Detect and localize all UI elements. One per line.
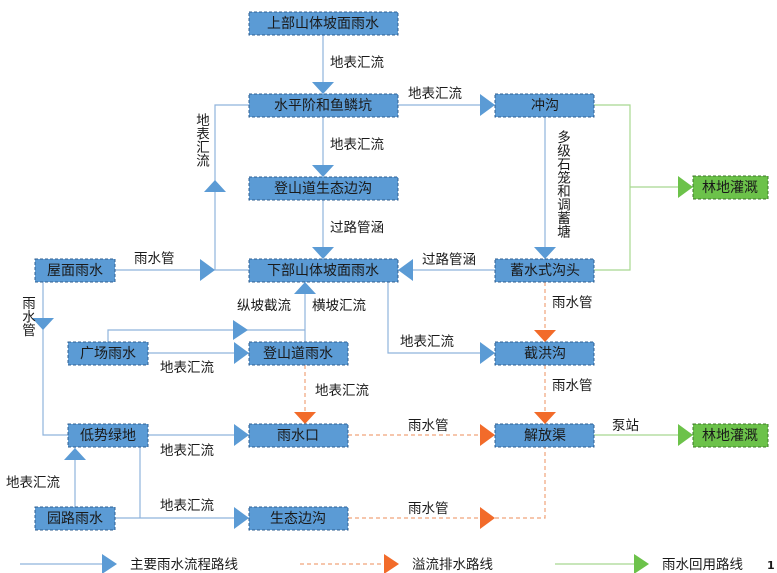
node-label: 上部山体坡面雨水 (267, 16, 379, 32)
node-trail-rain: 登山道雨水 (248, 341, 349, 366)
arrow-right (678, 176, 693, 198)
edge-label: 雨水管 (408, 418, 449, 434)
node-sunken-green: 低势绿地 (67, 423, 149, 448)
edge-label: 横坡汇流 (312, 298, 366, 314)
edge-label: 雨水管 (408, 501, 449, 517)
arrow-up (64, 448, 86, 460)
node-trail-eco-ditch: 登山道生态边沟 (248, 176, 399, 201)
edge-label: 地表汇流 (330, 55, 384, 71)
node-label: 登山道生态边沟 (274, 181, 372, 197)
edge-label: 地表汇流 (160, 498, 214, 514)
arrow-down (312, 247, 334, 259)
edge-label: 地表汇流 (193, 113, 210, 168)
edge-label: 过路管涵 (422, 252, 476, 268)
node-lower-slope: 下部山体坡面雨水 (248, 258, 399, 283)
legend-reuse-arrow (634, 554, 649, 573)
arrow-right (234, 507, 249, 529)
arrow-right (480, 507, 495, 529)
edge-label: 雨水管 (552, 378, 593, 394)
node-label: 解放渠 (524, 428, 566, 444)
arrow-right (678, 424, 693, 446)
legend-main-arrow (102, 554, 117, 573)
edge-label: 地表汇流 (330, 137, 384, 153)
node-label: 水平阶和鱼鳞坑 (274, 97, 372, 114)
arrow-down (534, 412, 556, 424)
edge-label: 多级石笼和调蓄塘 (554, 129, 571, 239)
legend-reuse-label: 雨水回用路线 (662, 557, 743, 573)
arrow-right (234, 342, 249, 364)
arrow-right (480, 94, 495, 116)
edge-labels: 地表汇流 地表汇流 过路管涵 地表汇流 多级石笼和调蓄塘 过路管涵 雨水管 地表… (6, 55, 639, 517)
edge-label: 雨水管 (552, 295, 593, 311)
node-forest-irrigation-1: 林地灌溉 (692, 175, 769, 200)
arrow-down (312, 165, 334, 177)
legend-overflow-arrow (384, 554, 399, 573)
node-label: 蓄水式沟头 (510, 263, 580, 279)
legend-overflow-label: 溢流排水路线 (412, 557, 493, 573)
node-gully: 冲沟 (494, 93, 595, 118)
legend: 主要雨水流程路线 溢流排水路线 雨水回用路线 1 (20, 554, 775, 573)
edge-label: 地表汇流 (315, 383, 369, 399)
node-label: 截洪沟 (524, 346, 566, 362)
overflow-lines (304, 282, 546, 519)
edge-label: 纵坡截流 (237, 298, 291, 314)
edge-label: 地表汇流 (160, 360, 214, 376)
node-label: 登山道雨水 (263, 346, 333, 362)
edge-label: 泵站 (612, 418, 639, 434)
edge-label: 雨水管 (19, 296, 36, 337)
node-flood-ditch: 截洪沟 (494, 341, 595, 366)
arrow-left (398, 259, 413, 281)
figure-number: 1 (767, 559, 775, 572)
arrow-right (480, 342, 495, 364)
edge-label: 地表汇流 (160, 443, 214, 459)
edge-label: 过路管涵 (330, 220, 384, 236)
arrowheads (32, 82, 693, 529)
edge-label: 地表汇流 (6, 475, 60, 491)
edge-label: 雨水管 (134, 251, 175, 267)
node-label: 园路雨水 (47, 511, 103, 527)
arrow-down (534, 330, 556, 342)
node-label: 低势绿地 (80, 428, 136, 444)
arrow-down (294, 412, 316, 424)
node-upper-slope: 上部山体坡面雨水 (248, 11, 399, 36)
legend-main-label: 主要雨水流程路线 (130, 557, 238, 573)
arrow-down (534, 247, 556, 259)
arrow-right (480, 424, 495, 446)
edge-label: 地表汇流 (400, 334, 454, 350)
arrow-up (204, 180, 226, 192)
node-jiefang-canal: 解放渠 (494, 423, 595, 448)
node-forest-irrigation-2: 林地灌溉 (692, 423, 769, 448)
arrow-up (294, 282, 316, 294)
node-label: 屋面雨水 (47, 263, 103, 279)
main-flow-lines (42, 35, 546, 519)
arrow-down (32, 318, 54, 330)
node-label: 林地灌溉 (702, 180, 758, 196)
node-label: 冲沟 (531, 98, 559, 114)
node-terrace-pits: 水平阶和鱼鳞坑 (248, 93, 399, 118)
node-label: 生态边沟 (270, 511, 326, 527)
edge-label: 地表汇流 (408, 86, 462, 102)
node-path-rain: 园路雨水 (34, 506, 116, 531)
arrow-down (312, 82, 334, 94)
node-label: 林地灌溉 (702, 428, 758, 444)
arrow-right (200, 259, 215, 281)
node-label: 下部山体坡面雨水 (267, 263, 379, 279)
arrow-right (234, 424, 249, 446)
node-rain-inlet: 雨水口 (248, 423, 349, 448)
arrow-right (233, 320, 248, 340)
node-eco-ditch: 生态边沟 (248, 506, 349, 531)
reuse-lines (594, 104, 693, 436)
node-storage-gully-head: 蓄水式沟头 (494, 258, 595, 283)
node-plaza-rain: 广场雨水 (67, 341, 149, 366)
node-label: 雨水口 (277, 428, 319, 444)
node-roof-rain: 屋面雨水 (34, 258, 116, 283)
node-label: 广场雨水 (80, 346, 136, 362)
